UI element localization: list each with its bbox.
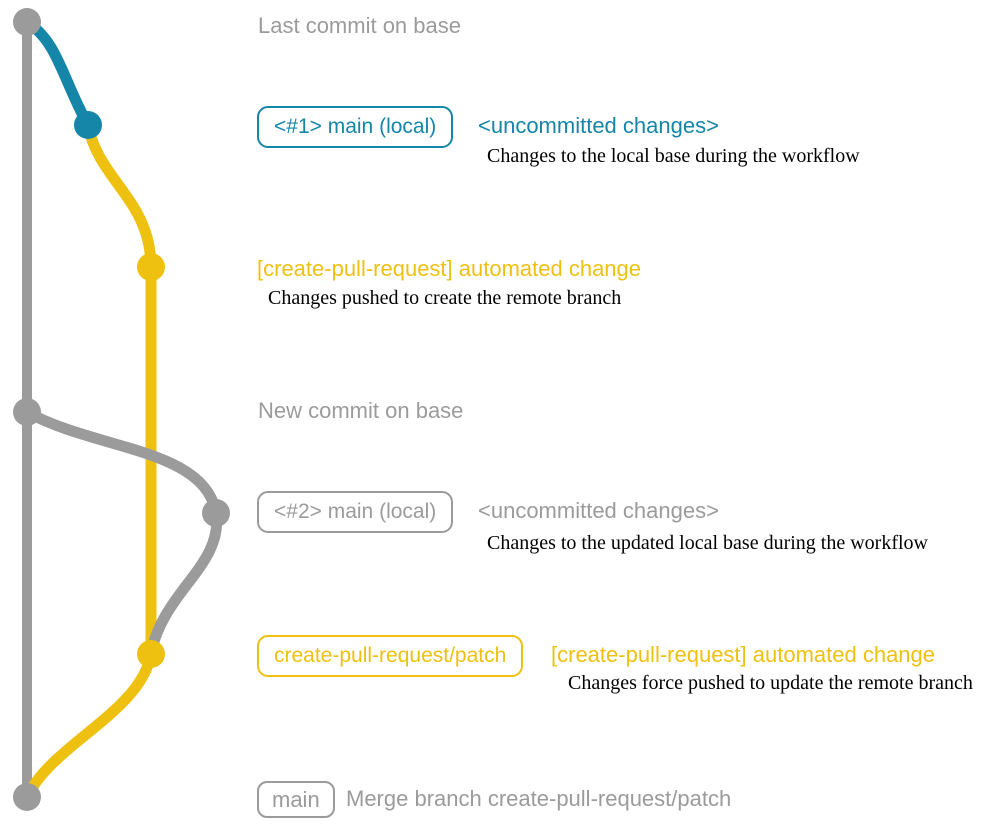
local-main-branch-curve-1 bbox=[21, 16, 94, 131]
status-uncommitted-changes-2: <uncommitted changes> bbox=[478, 498, 719, 523]
commit-dot-new-base bbox=[13, 398, 41, 426]
local-main-branch-curve-2 bbox=[21, 406, 222, 519]
commit-dot-local-main-2 bbox=[202, 499, 230, 527]
commit-dot-last-base bbox=[13, 8, 41, 36]
patch-branch-curve-top bbox=[82, 119, 157, 273]
note-changes-pushed: Changes pushed to create the remote bran… bbox=[268, 287, 622, 309]
branch-label-main-local-1: <#1> main (local) bbox=[257, 106, 454, 148]
heading-last-commit-on-base: Last commit on base bbox=[258, 13, 461, 38]
commit-dot-automated-change-1 bbox=[137, 253, 165, 281]
commit-message-merge-branch: Merge branch create-pull-request/patch bbox=[346, 786, 732, 811]
local-main-rebase-curve bbox=[145, 507, 223, 660]
branch-label-main-local-2: <#2> main (local) bbox=[257, 491, 454, 533]
branch-label-create-pull-request-patch: create-pull-request/patch bbox=[257, 635, 524, 677]
commit-dot-merge bbox=[13, 783, 41, 811]
note-local-base-changes: Changes to the local base during the wor… bbox=[487, 145, 860, 167]
note-changes-force-pushed: Changes force pushed to update the remot… bbox=[568, 672, 973, 694]
commit-dot-local-main-1 bbox=[74, 111, 102, 139]
status-uncommitted-changes-1: <uncommitted changes> bbox=[478, 113, 719, 138]
patch-merge-curve bbox=[21, 648, 157, 803]
branch-label-main: main bbox=[257, 781, 335, 818]
commit-dot-automated-change-2 bbox=[137, 640, 165, 668]
heading-new-commit-on-base: New commit on base bbox=[258, 398, 464, 423]
note-updated-local-base-changes: Changes to the updated local base during… bbox=[487, 532, 928, 554]
commit-message-automated-change-1: [create-pull-request] automated change bbox=[257, 256, 642, 281]
commit-message-automated-change-2: [create-pull-request] automated change bbox=[551, 642, 936, 667]
